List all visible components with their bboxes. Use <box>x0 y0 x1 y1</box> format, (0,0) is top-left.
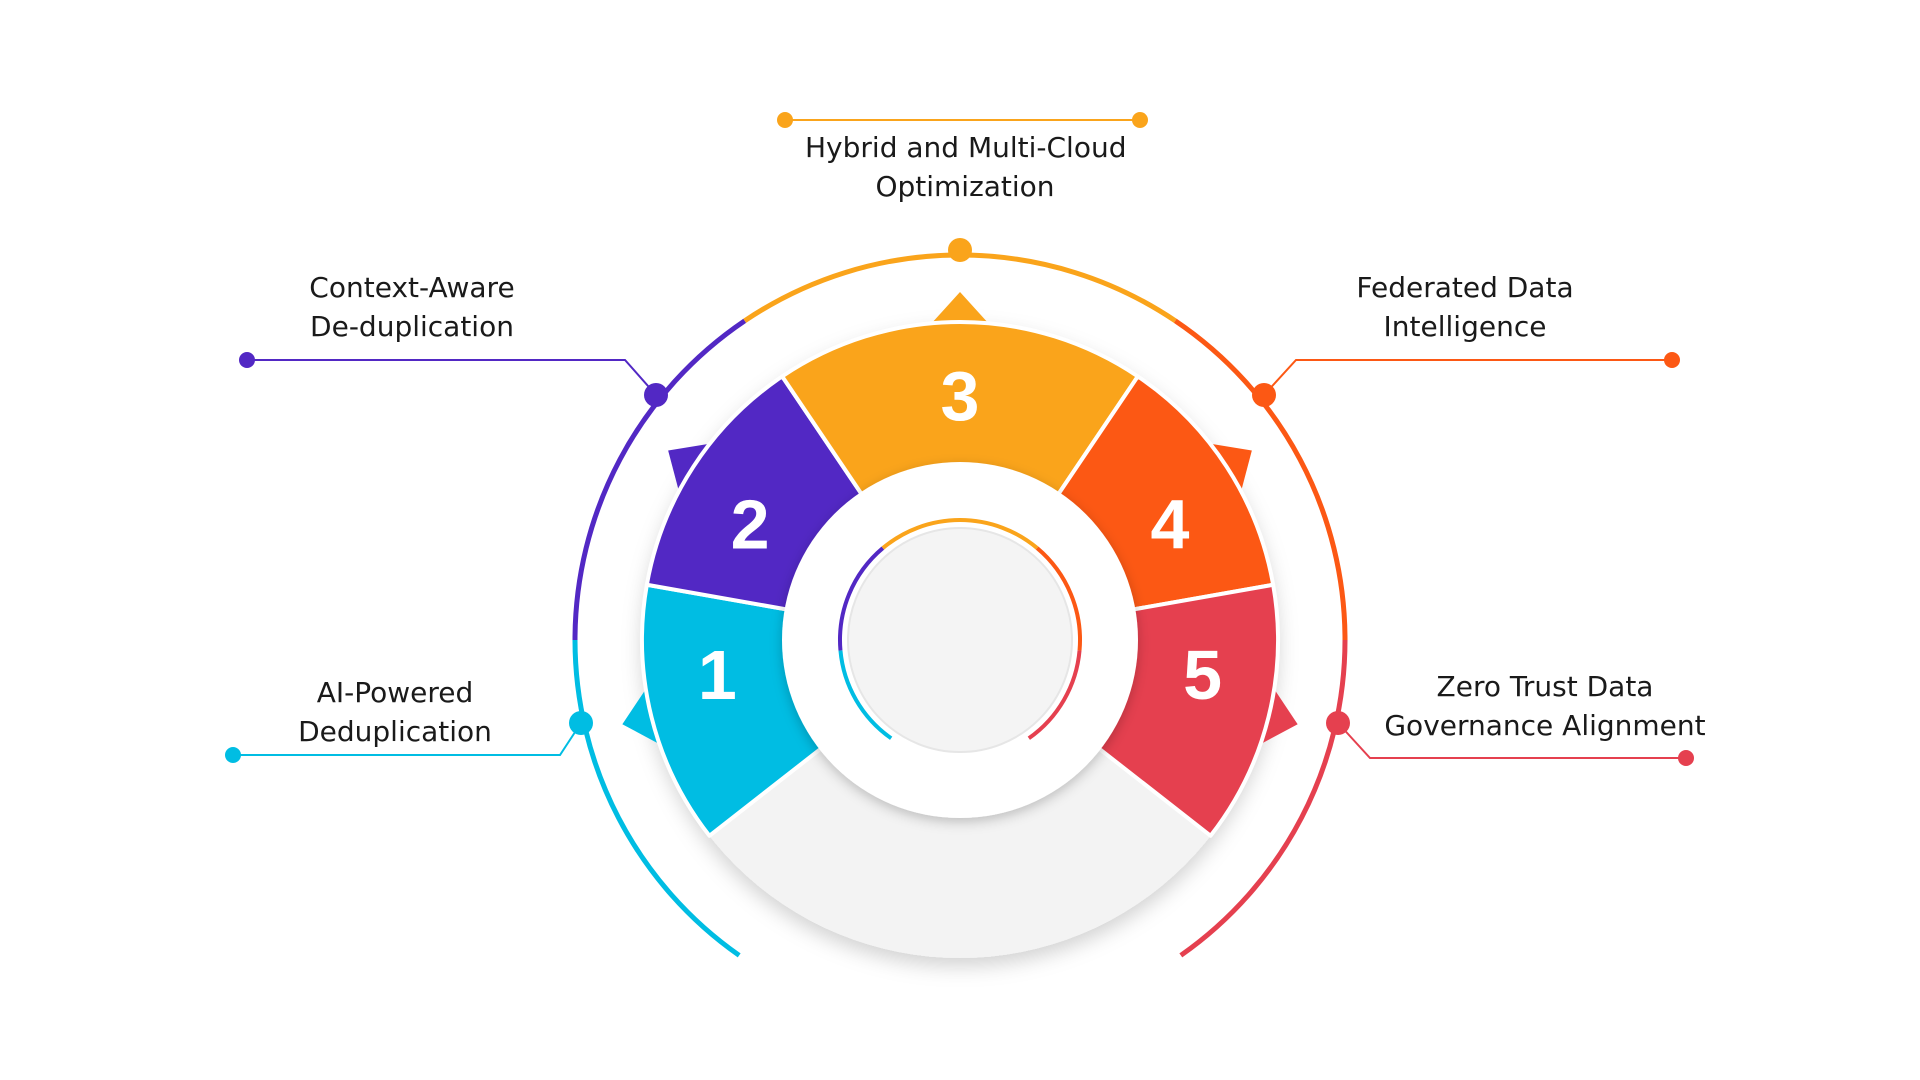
label-step-1-line-1: AI-Powered <box>316 676 474 709</box>
outer-arc-1 <box>572 639 741 958</box>
label-step-5: Zero Trust Data Governance Alignment <box>1380 667 1710 745</box>
leader-dot-5-1 <box>1326 711 1350 735</box>
leader-dot-2-1 <box>644 383 668 407</box>
inner-arc-3 <box>881 518 1039 550</box>
inner-arc-5 <box>1027 650 1082 740</box>
label-step-4-line-1: Federated Data <box>1356 271 1574 304</box>
leader-dot-3-1 <box>777 112 793 128</box>
leader-dot-4-1 <box>1252 383 1276 407</box>
leader-dot-5-2 <box>1678 750 1694 766</box>
label-step-5-line-1: Zero Trust Data <box>1436 670 1654 703</box>
inner-arc-2 <box>838 546 885 651</box>
label-step-2-line-2: De-duplication <box>310 310 514 343</box>
center-disc <box>847 527 1073 753</box>
label-step-2-line-1: Context-Aware <box>309 271 515 304</box>
leader-dot-1-2 <box>225 747 241 763</box>
leader-dot-2-2 <box>239 352 255 368</box>
leader-line-5 <box>1337 722 1686 759</box>
leader-line-4 <box>1263 359 1672 396</box>
leader-line-2 <box>247 359 657 396</box>
label-step-2: Context-Aware De-duplication <box>292 268 532 346</box>
label-step-4: Federated Data Intelligence <box>1345 268 1585 346</box>
arc-dot-3 <box>948 238 972 262</box>
leader-dot-3-2 <box>1132 112 1148 128</box>
label-step-3: Hybrid and Multi-Cloud Optimization <box>805 128 1127 206</box>
inner-arc-1 <box>838 650 893 740</box>
label-step-4-line-2: Intelligence <box>1383 310 1547 343</box>
label-step-3-line-1: Hybrid and Multi-Cloud <box>805 131 1127 164</box>
outer-arc-4 <box>1173 318 1348 641</box>
leader-dot-1-1 <box>569 711 593 735</box>
inner-arc-4 <box>1035 546 1082 651</box>
outer-arc-5 <box>1179 639 1348 958</box>
label-step-1-line-2: Deduplication <box>298 715 492 748</box>
segment-number-3: 3 <box>941 357 980 435</box>
label-step-1: AI-Powered Deduplication <box>275 673 515 751</box>
segment-number-5: 5 <box>1183 636 1222 714</box>
segment-number-2: 2 <box>731 486 770 564</box>
leader-dot-4-2 <box>1664 352 1680 368</box>
segment-number-1: 1 <box>698 636 737 714</box>
segment-number-4: 4 <box>1150 486 1189 564</box>
label-step-5-line-2: Governance Alignment <box>1384 709 1706 742</box>
leader-line-1 <box>233 722 582 756</box>
label-step-3-line-2: Optimization <box>875 170 1055 203</box>
outer-arc-2 <box>572 318 747 641</box>
